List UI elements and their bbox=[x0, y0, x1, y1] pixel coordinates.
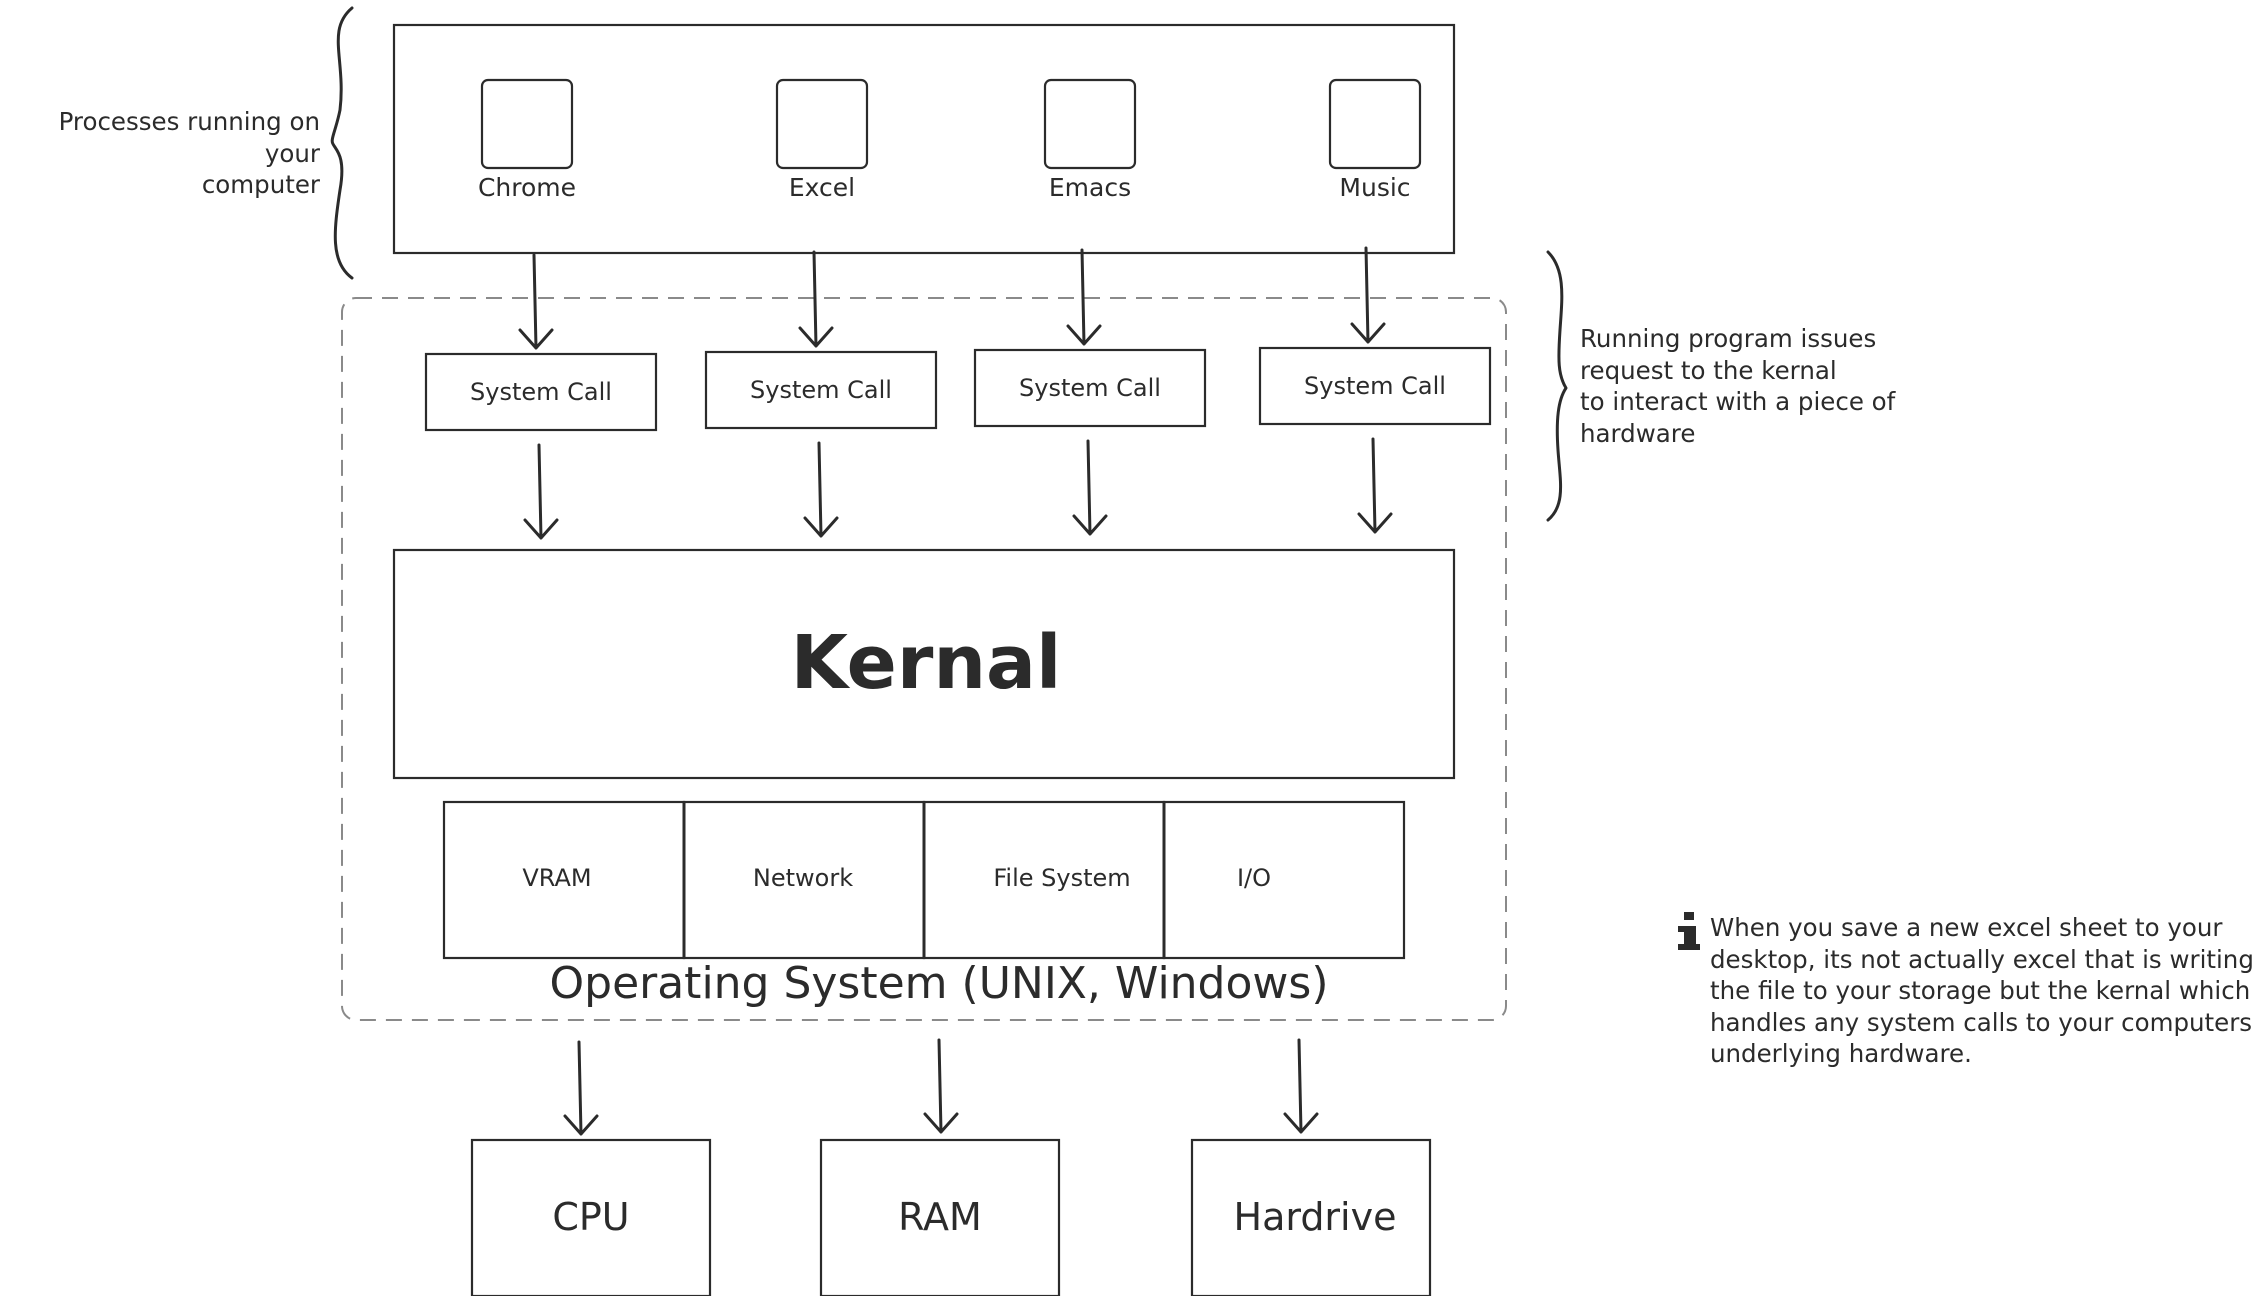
kernel-title: Kernal bbox=[791, 620, 1062, 706]
module-label-file-system: File System bbox=[993, 864, 1130, 892]
kernel[interactable]: Kernal bbox=[392, 548, 1456, 780]
process-excel[interactable]: Excel bbox=[775, 78, 869, 202]
arrows-os-to-hardware bbox=[563, 1038, 1319, 1136]
hardware-box bbox=[819, 1138, 1061, 1296]
arrows-syscall-to-kernel bbox=[523, 437, 1393, 540]
process-music[interactable]: Music bbox=[1328, 78, 1422, 202]
info-icon bbox=[1678, 912, 1700, 950]
process-label-emacs: Emacs bbox=[1049, 173, 1131, 202]
hardware-cpu[interactable]: CPU bbox=[470, 1138, 712, 1296]
hardware-box bbox=[470, 1138, 712, 1296]
os-title: Operating System (UNIX, Windows) bbox=[550, 958, 1329, 1009]
processes-brace bbox=[330, 6, 354, 280]
module-label-network: Network bbox=[753, 864, 853, 892]
excel-icon bbox=[775, 78, 869, 170]
module-box-network bbox=[682, 800, 926, 960]
arrows-process-to-syscall bbox=[518, 246, 1386, 350]
hardware-ram[interactable]: RAM bbox=[819, 1138, 1061, 1296]
hardware-box bbox=[1190, 1138, 1432, 1296]
hardware-hardrive[interactable]: Hardrive bbox=[1190, 1138, 1432, 1296]
syscall-2[interactable]: System Call bbox=[704, 350, 938, 430]
process-label-excel: Excel bbox=[789, 173, 855, 202]
module-label-io: I/O bbox=[1237, 864, 1271, 892]
syscall-label: System Call bbox=[1304, 372, 1446, 400]
syscall-box bbox=[424, 352, 658, 432]
hardware-label-cpu: CPU bbox=[552, 1195, 629, 1239]
chrome-icon bbox=[480, 78, 574, 170]
syscall-label: System Call bbox=[750, 376, 892, 404]
process-chrome[interactable]: Chrome bbox=[478, 78, 576, 202]
module-box-file-system bbox=[922, 800, 1166, 960]
process-emacs[interactable]: Emacs bbox=[1043, 78, 1137, 202]
syscall-box bbox=[973, 348, 1207, 428]
system-call-annotation: Running program issues request to the ke… bbox=[1580, 324, 1896, 448]
module-box-io bbox=[1162, 800, 1406, 960]
emacs-icon bbox=[1043, 78, 1137, 170]
kernel-modules: VRAM Network File System I/O bbox=[442, 800, 1406, 960]
syscall-label: System Call bbox=[1019, 374, 1161, 402]
processes-annotation: Processes running on your computer bbox=[58, 107, 320, 199]
syscall-box bbox=[1258, 346, 1492, 426]
system-call-brace bbox=[1546, 250, 1568, 522]
module-label-vram: VRAM bbox=[522, 864, 591, 892]
kernel-box bbox=[392, 548, 1456, 780]
info-note: When you save a new excel sheet to your … bbox=[1710, 913, 2254, 1068]
syscall-1[interactable]: System Call bbox=[424, 352, 658, 432]
syscall-4[interactable]: System Call bbox=[1258, 346, 1492, 426]
hardware-label-hardrive: Hardrive bbox=[1234, 1195, 1397, 1239]
hardware-label-ram: RAM bbox=[898, 1195, 982, 1239]
syscall-box bbox=[704, 350, 938, 430]
module-box-vram bbox=[442, 800, 686, 960]
process-label-music: Music bbox=[1339, 173, 1410, 202]
process-label-chrome: Chrome bbox=[478, 173, 576, 202]
music-icon bbox=[1328, 78, 1422, 170]
syscall-label: System Call bbox=[470, 378, 612, 406]
syscall-3[interactable]: System Call bbox=[973, 348, 1207, 428]
